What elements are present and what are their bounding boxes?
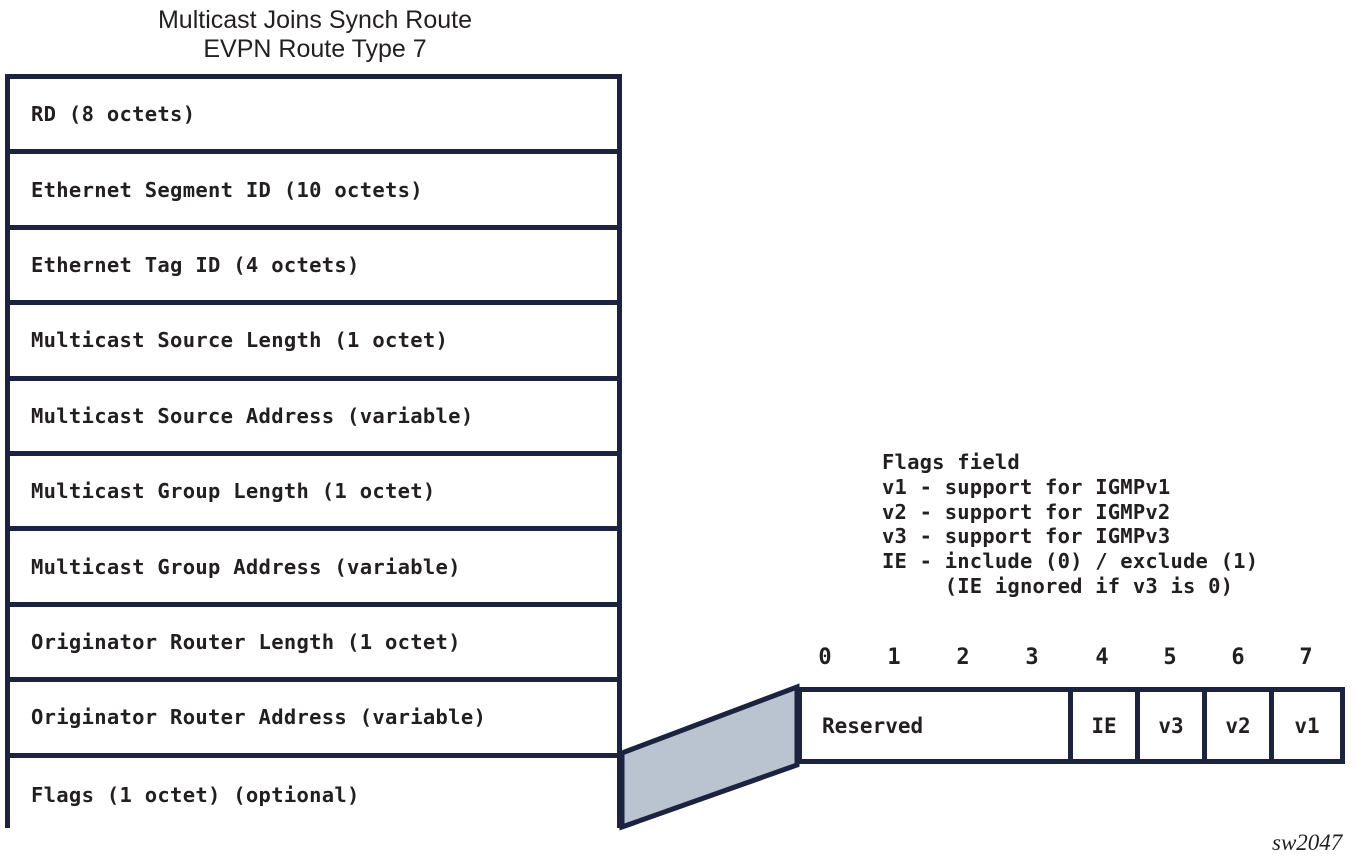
bit-cell-label: IE <box>1091 713 1117 738</box>
page-title: Multicast Joins Synch Route EVPN Route T… <box>157 6 473 63</box>
field-row-flags: Flags (1 octet) (optional) <box>10 757 617 833</box>
field-label: Originator Router Length (1 octet) <box>31 629 461 654</box>
bit-number-1: 1 <box>887 645 901 670</box>
funnel-connector <box>619 683 800 831</box>
bit-cell-label: v1 <box>1294 713 1320 738</box>
flags-bit-table: Reserved IE v3 v2 v1 <box>797 687 1345 764</box>
bit-cell-v3: v3 <box>1140 692 1207 759</box>
field-label: Multicast Source Length (1 octet) <box>31 328 449 353</box>
bit-cell-reserved: Reserved <box>802 692 1073 759</box>
bit-number-2: 2 <box>956 645 970 670</box>
bit-number-0: 0 <box>818 645 832 670</box>
field-row-ethernet-tag-id: Ethernet Tag ID (4 octets) <box>10 229 617 306</box>
field-label: Ethernet Tag ID (4 octets) <box>31 252 360 277</box>
bit-cell-v2: v2 <box>1207 692 1274 759</box>
field-row-originator-router-address: Originator Router Address (variable) <box>10 682 617 758</box>
field-row-multicast-group-address: Multicast Group Address (variable) <box>10 531 617 607</box>
field-label: Multicast Group Length (1 octet) <box>31 479 436 504</box>
bit-number-4: 4 <box>1095 645 1109 670</box>
bit-cell-label: v2 <box>1225 713 1251 738</box>
bit-cell-label: v3 <box>1158 713 1184 738</box>
field-label: Multicast Group Address (variable) <box>31 554 461 579</box>
field-label: Flags (1 octet) (optional) <box>31 783 360 808</box>
bit-number-scale: 0 1 2 3 4 5 6 7 <box>797 645 1345 675</box>
field-label: Multicast Source Address (variable) <box>31 403 474 428</box>
bit-number-6: 6 <box>1231 645 1245 670</box>
field-row-multicast-source-length: Multicast Source Length (1 octet) <box>10 305 617 381</box>
field-row-multicast-source-address: Multicast Source Address (variable) <box>10 380 617 456</box>
field-label: Ethernet Segment ID (10 octets) <box>31 177 423 202</box>
field-row-originator-router-length: Originator Router Length (1 octet) <box>10 606 617 683</box>
bit-cell-label: Reserved <box>822 713 924 738</box>
figure-caption: sw2047 <box>1272 830 1343 855</box>
route-field-stack: RD (8 octets) Ethernet Segment ID (10 oc… <box>5 74 622 833</box>
bit-cell-v1: v1 <box>1274 692 1340 759</box>
bit-cell-ie: IE <box>1073 692 1140 759</box>
field-row-ethernet-segment-id: Ethernet Segment ID (10 octets) <box>10 154 617 230</box>
bit-number-7: 7 <box>1299 645 1313 670</box>
field-label: Originator Router Address (variable) <box>31 705 487 730</box>
field-row-multicast-group-length: Multicast Group Length (1 octet) <box>10 455 617 532</box>
flags-legend: Flags field v1 - support for IGMPv1 v2 -… <box>882 450 1259 598</box>
field-row-rd: RD (8 octets) <box>10 79 617 155</box>
funnel-shape <box>619 683 800 831</box>
field-label: RD (8 octets) <box>31 102 196 127</box>
bit-number-3: 3 <box>1025 645 1039 670</box>
bit-number-5: 5 <box>1163 645 1177 670</box>
